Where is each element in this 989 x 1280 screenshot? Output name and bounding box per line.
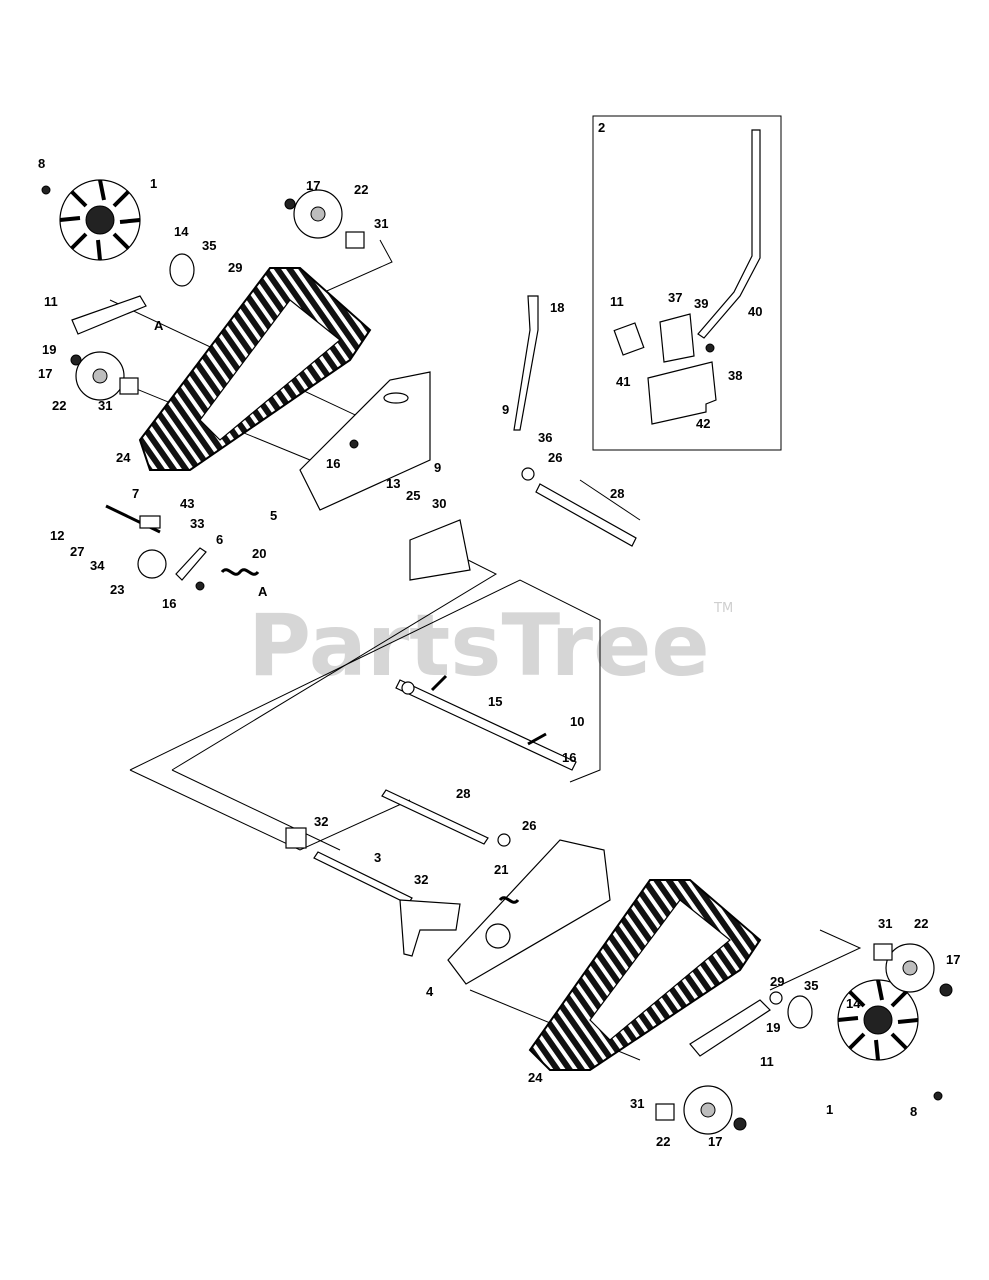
callout-14b: 14 <box>846 996 861 1011</box>
callout-13: 13 <box>386 476 400 491</box>
bracket-41 <box>613 322 645 356</box>
callout-29b: 29 <box>770 974 784 989</box>
callout-19b: 19 <box>766 1020 780 1035</box>
callout-26: 26 <box>548 450 562 465</box>
callout-9b: 9 <box>434 460 441 475</box>
callout-16: 16 <box>326 456 340 471</box>
callout-26b: 26 <box>522 818 536 833</box>
callout-31: 31 <box>98 398 112 413</box>
plate-39 <box>659 313 695 363</box>
plate-42 <box>647 361 717 425</box>
callout-28: 28 <box>610 486 624 501</box>
upper-track-assembly <box>41 179 637 591</box>
callout-33: 33 <box>190 516 204 531</box>
callout-32: 32 <box>314 814 328 829</box>
callout-23: 23 <box>110 582 124 597</box>
callout-11-inset: 11 <box>610 294 624 309</box>
callout-22b: 22 <box>354 182 368 197</box>
callout-8b: 8 <box>910 1104 917 1119</box>
callout-6: 6 <box>216 532 223 547</box>
callout-18: 18 <box>550 300 564 315</box>
nut-38 <box>705 343 715 353</box>
trademark: TM <box>713 601 733 616</box>
callout-37: 37 <box>668 290 682 305</box>
callout-42: 42 <box>696 416 710 431</box>
callout-22: 22 <box>52 398 66 413</box>
inset-label: 2 <box>598 120 605 135</box>
callout-10: 10 <box>570 714 584 729</box>
callout-31d: 31 <box>630 1096 644 1111</box>
callout-11b: 11 <box>760 1054 774 1069</box>
callout-7: 7 <box>132 486 139 501</box>
callout-35b: 35 <box>804 978 818 993</box>
frame-4 <box>447 839 611 985</box>
callout-12: 12 <box>50 528 64 543</box>
callout-1: 1 <box>150 176 157 191</box>
lower-track-assembly <box>447 839 953 1135</box>
callout-17d: 17 <box>708 1134 722 1149</box>
axle-28-lower <box>381 789 489 845</box>
callout-4: 4 <box>426 984 434 999</box>
watermark: PartsTree <box>248 596 710 696</box>
callout-A-lower: A <box>258 584 268 599</box>
callout-31c: 31 <box>878 916 892 931</box>
callout-32b: 32 <box>414 872 428 887</box>
callout-8: 8 <box>38 156 45 171</box>
callout-40: 40 <box>748 304 762 319</box>
callout-16c: 16 <box>562 750 576 765</box>
callout-41: 41 <box>616 374 630 389</box>
callout-25: 25 <box>406 488 420 503</box>
callout-34: 34 <box>90 558 105 573</box>
callout-14: 14 <box>174 224 189 239</box>
callout-17b: 17 <box>306 178 320 193</box>
inset-box: 2 <box>592 115 782 451</box>
callout-24: 24 <box>116 450 131 465</box>
callout-17: 17 <box>38 366 52 381</box>
callout-17c: 17 <box>946 952 960 967</box>
callout-29: 29 <box>228 260 242 275</box>
callout-1b: 1 <box>826 1102 833 1117</box>
callout-19: 19 <box>42 342 56 357</box>
shaft-assembly <box>285 674 577 957</box>
callout-27: 27 <box>70 544 84 559</box>
callout-36: 36 <box>538 430 552 445</box>
callout-15: 15 <box>488 694 502 709</box>
handle-18 <box>513 295 539 431</box>
callout-43: 43 <box>180 496 194 511</box>
callout-22c: 22 <box>914 916 928 931</box>
shaft-15 <box>395 679 577 771</box>
callout-9: 9 <box>502 402 509 417</box>
callout-3: 3 <box>374 850 381 865</box>
frame-5 <box>299 371 431 511</box>
callout-31b: 31 <box>374 216 388 231</box>
callout-A-upper: A <box>154 318 164 333</box>
callout-20: 20 <box>252 546 266 561</box>
callout-28b: 28 <box>456 786 470 801</box>
callout-11: 11 <box>44 294 58 309</box>
lever-40 <box>697 129 761 339</box>
callout-5: 5 <box>270 508 277 523</box>
callout-30: 30 <box>432 496 446 511</box>
callout-24b: 24 <box>528 1070 543 1085</box>
callout-16b: 16 <box>162 596 176 611</box>
axle-28-upper <box>535 483 637 547</box>
callout-22d: 22 <box>656 1134 670 1149</box>
callout-38: 38 <box>728 368 742 383</box>
callout-39: 39 <box>694 296 708 311</box>
callouts: 8 1 14 35 29 11 19 17 22 31 A 24 17 22 3… <box>38 156 960 1149</box>
callout-21: 21 <box>494 862 508 877</box>
callout-35: 35 <box>202 238 216 253</box>
